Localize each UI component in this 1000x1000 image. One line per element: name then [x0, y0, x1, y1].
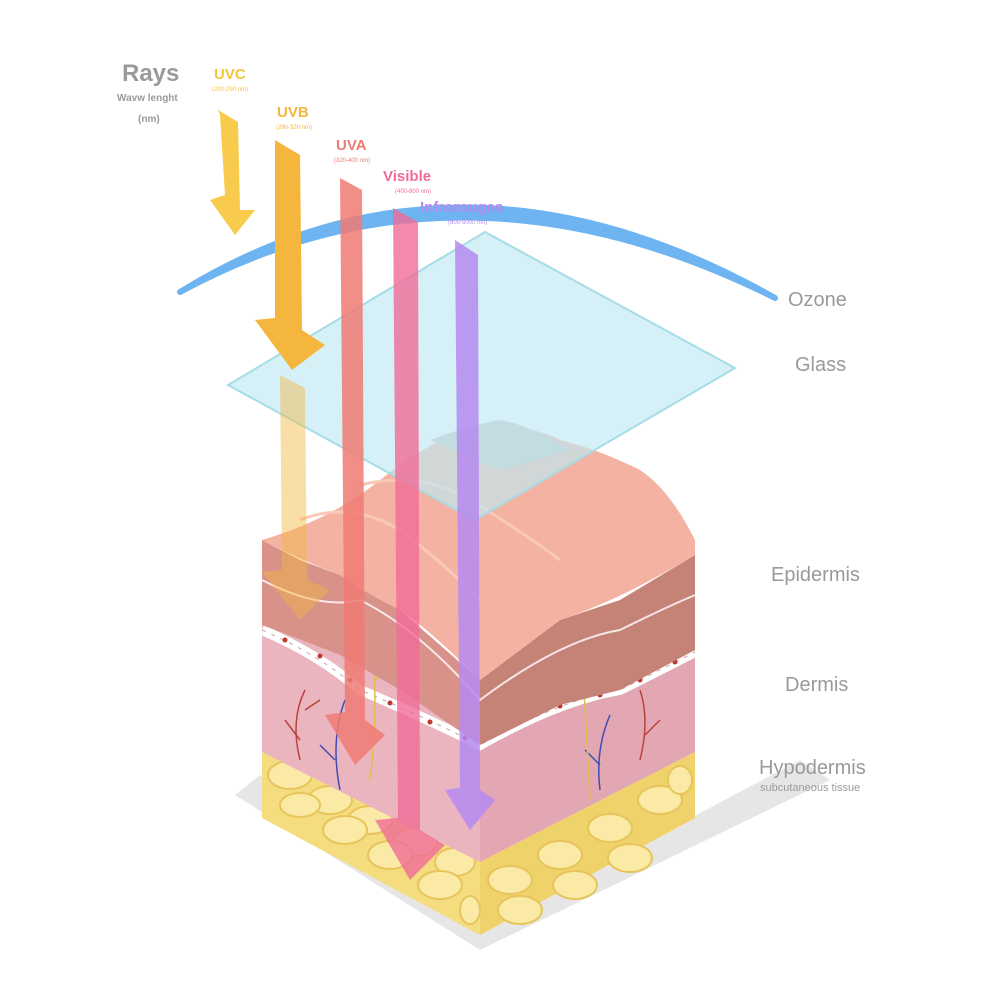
ray-range-uvb: (290-320 nm) [276, 125, 313, 131]
ray-range-uvc: (200-290 nm) [212, 87, 249, 93]
arrow-uva [325, 178, 385, 765]
rays-title: Rays [122, 60, 180, 87]
layer-label-hypodermis-sub: subcutaneous tissue [760, 782, 861, 794]
epidermis-left-face [262, 540, 480, 745]
arrow-visible [375, 208, 445, 880]
arrow-infrared [445, 240, 495, 830]
arrow-uvb-faded [262, 375, 330, 620]
ray-label-infrared: Infrorouges [420, 199, 504, 216]
arrow-uvb [255, 140, 325, 370]
ray-label-uva: UVA [336, 137, 367, 154]
wavelength-unit: (nm) [138, 114, 160, 125]
wavelength-label: Wavw lenght [117, 93, 178, 104]
ray-label-uvc: UVC [214, 66, 246, 83]
layer-label-dermis: Dermis [785, 674, 849, 696]
ozone-arc [177, 204, 778, 301]
ray-range-visible: (400-800 nm) [395, 189, 432, 195]
ray-label-uvb: UVB [277, 104, 309, 121]
epidermis-right-face [480, 555, 695, 745]
layer-label-hypodermis: Hypodermis [759, 757, 866, 779]
layer-label-ozone: Ozone [788, 289, 847, 311]
arrow-uvc [210, 110, 255, 235]
ray-range-infrared: (800-5000 nm) [448, 220, 488, 226]
ray-label-visible: Visible [383, 168, 432, 185]
ray-range-uva: (320-400 nm) [334, 158, 371, 164]
layer-label-epidermis: Epidermis [771, 564, 860, 586]
layer-label-glass: Glass [795, 354, 847, 376]
